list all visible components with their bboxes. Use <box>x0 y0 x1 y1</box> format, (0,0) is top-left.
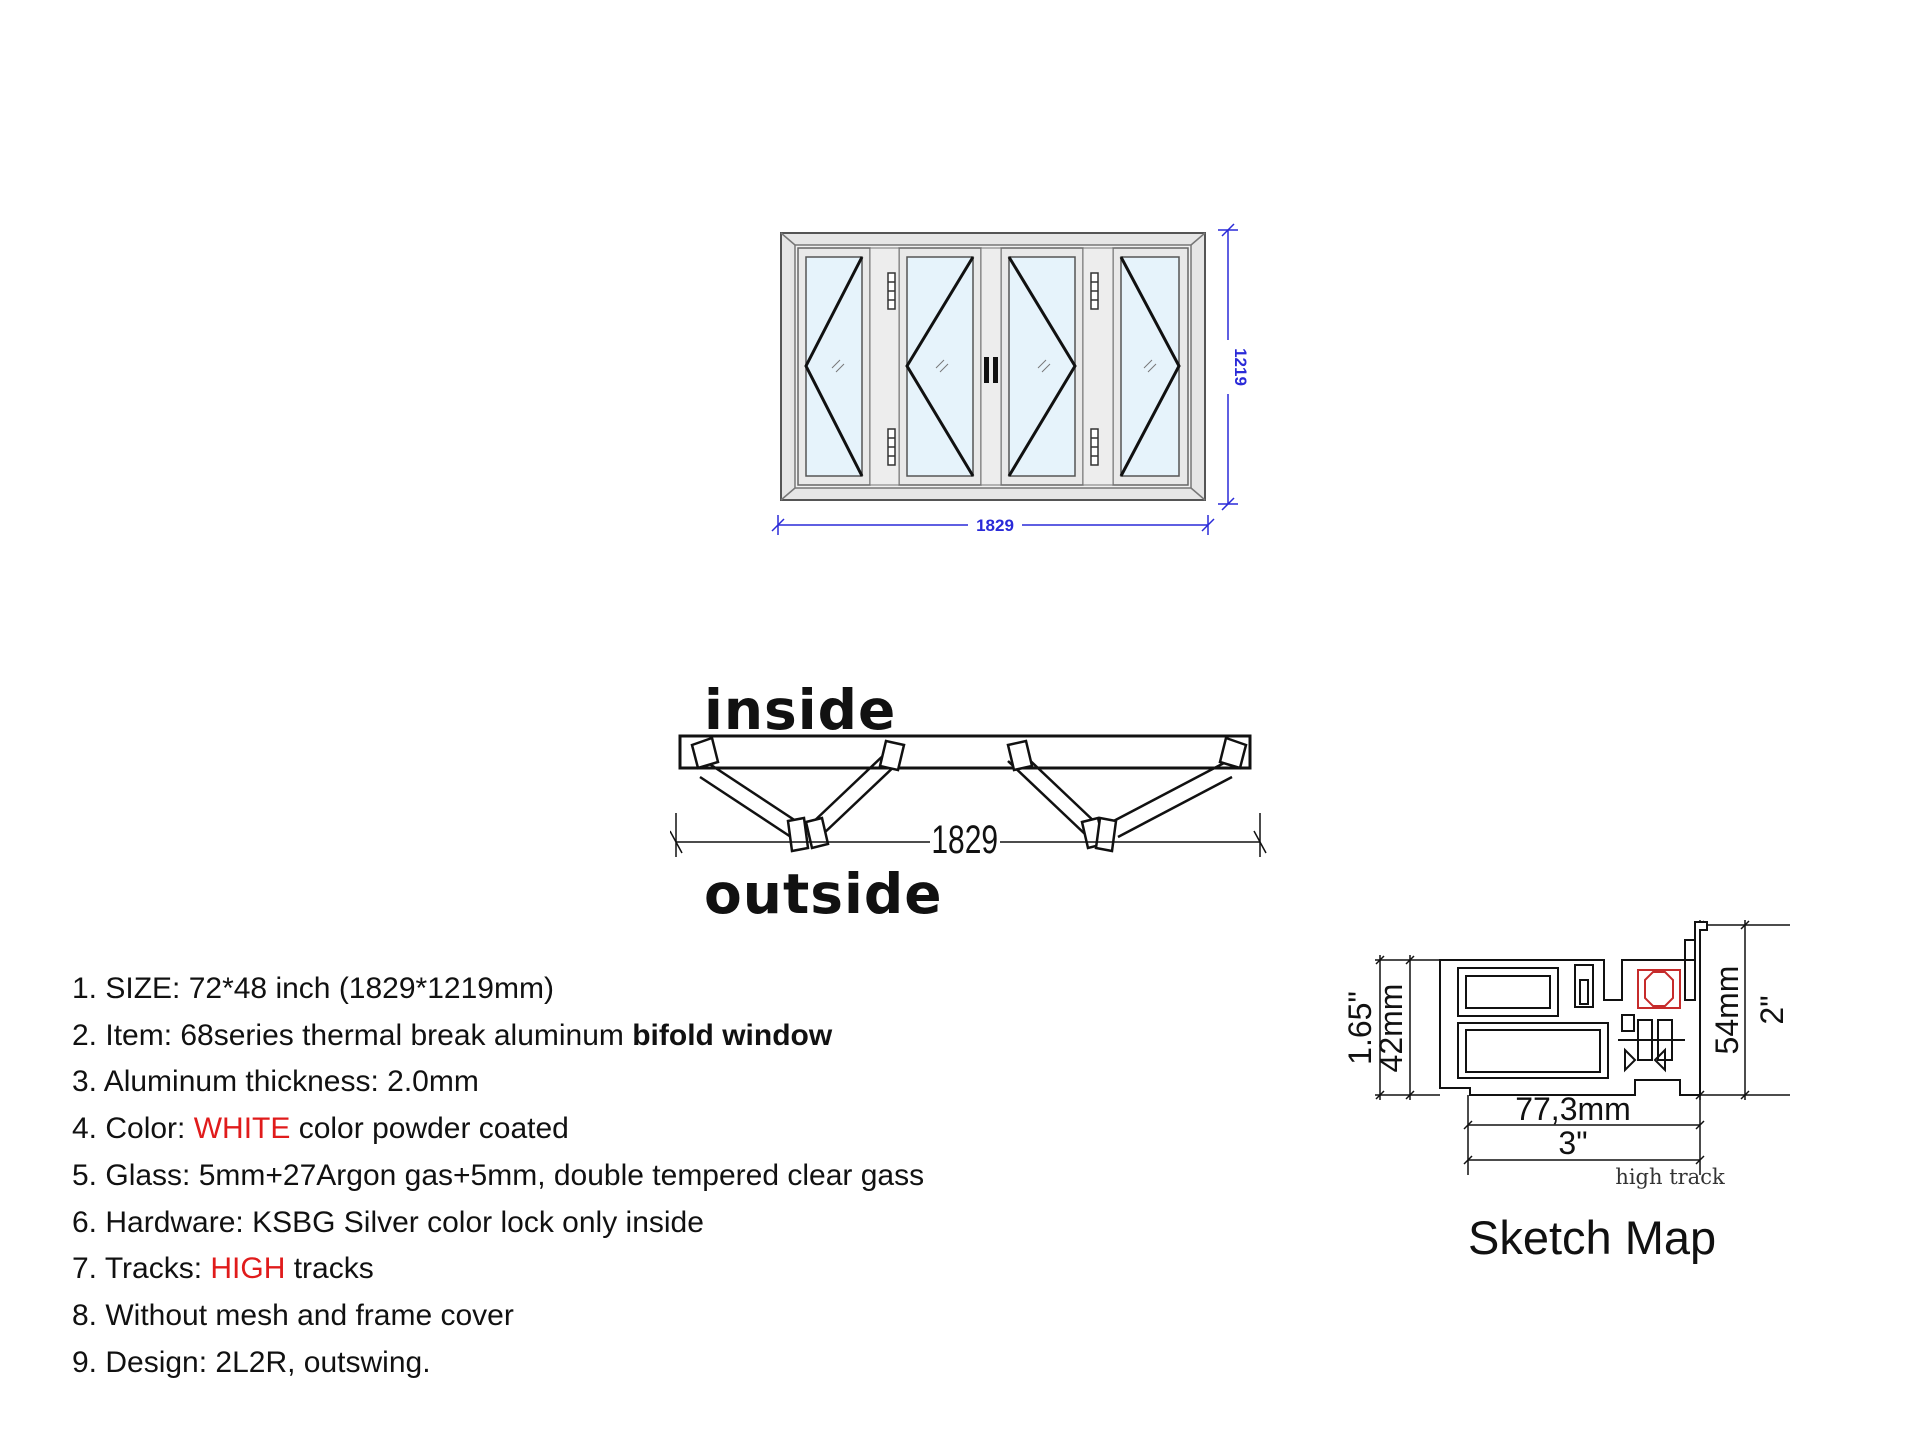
window-panel-3 <box>1000 247 1084 486</box>
plan-left-panels <box>690 736 906 853</box>
spec-item: 4. Color: WHITE color powder coated <box>72 1112 569 1146</box>
plan-right-panels <box>1006 736 1248 853</box>
dim-height-left-mm: 42mm <box>1373 984 1409 1073</box>
spec-item: 3. Aluminum thickness: 2.0mm <box>72 1065 479 1099</box>
window-panel-1 <box>797 247 871 486</box>
spec-item: 1. SIZE: 72*48 inch (1829*1219mm) <box>72 972 554 1005</box>
dim-height-right-in: 2" <box>1754 995 1790 1024</box>
track-note: high track <box>1615 1165 1725 1189</box>
highlight-white: WHITE <box>193 1112 291 1146</box>
plan-top-rail <box>678 734 1252 770</box>
spec-item: 5. Glass: 5mm+27Argon gas+5mm, double te… <box>72 1158 925 1192</box>
window-panel-4 <box>1112 247 1189 486</box>
outside-label: outside <box>704 862 943 926</box>
dim-height-right-mm: 54mm <box>1709 966 1745 1055</box>
spec-item: 6. Hardware: KSBG Silver color lock only… <box>72 1205 704 1239</box>
spec-item: 9. Design: 2L2R, outswing. <box>72 1345 431 1379</box>
spec-list: 1. SIZE: 72*48 inch (1829*1219mm) 2. Ite… <box>72 966 924 1386</box>
dim-width-mm: 77,3mm <box>1515 1091 1631 1127</box>
spec-item: 8. Without mesh and frame cover <box>72 1298 514 1332</box>
hinge-icon <box>887 272 1099 466</box>
profile-section <box>1439 921 1708 1096</box>
width-dimension-label: 1829 <box>976 516 1014 535</box>
profile-sketch-drawing: 1.65" 42mm 54mm 2" <box>1342 920 1790 1189</box>
inside-label: inside <box>704 678 897 742</box>
folding-plan-drawing: 1829 <box>670 734 1267 862</box>
height-dimension-label: 1219 <box>1231 348 1250 386</box>
dim-height-left-in: 1.65" <box>1342 991 1378 1065</box>
sketch-map-title: Sketch Map <box>1468 1211 1717 1264</box>
spec-item: 2. Item: 68series thermal break aluminum… <box>72 1018 833 1052</box>
spec-item: 7. Tracks: HIGH tracks <box>72 1252 374 1286</box>
window-elevation-drawing: 1829 1219 <box>771 223 1250 535</box>
highlight-high: HIGH <box>210 1252 286 1286</box>
handle-icon <box>984 357 998 383</box>
plan-width-dimension <box>670 813 1267 857</box>
dim-width-in: 3" <box>1558 1125 1587 1161</box>
plan-width-dimension-label: 1829 <box>931 818 998 862</box>
window-panel-2 <box>898 247 982 486</box>
